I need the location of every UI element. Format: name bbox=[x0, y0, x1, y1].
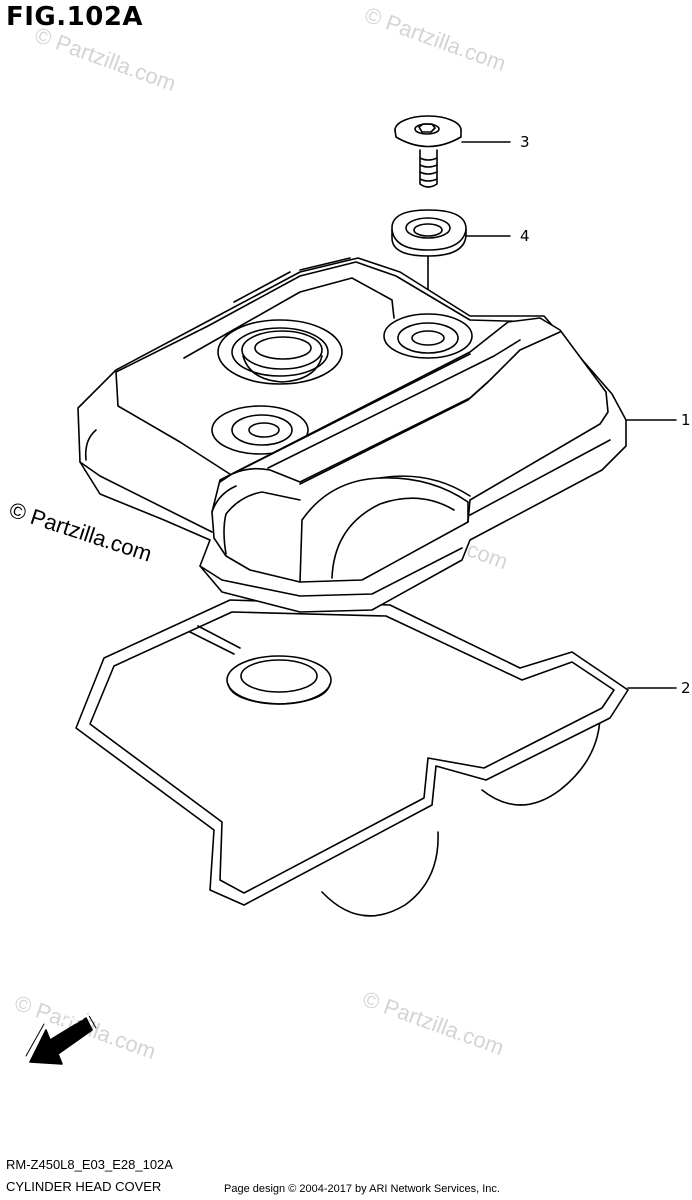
page-credit: Page design © 2004-2017 by ARI Network S… bbox=[224, 1183, 500, 1195]
callout-2: 2 bbox=[681, 679, 691, 697]
figure-code: RM-Z450L8_E03_E28_102A bbox=[6, 1157, 173, 1172]
figure-title: FIG.102A bbox=[6, 2, 144, 32]
part-3-bolt bbox=[394, 115, 462, 188]
callout-3: 3 bbox=[520, 133, 530, 151]
figure-name: CYLINDER HEAD COVER bbox=[6, 1179, 162, 1194]
part-1-cylinder-head-cover bbox=[77, 257, 627, 613]
fwd-arrow-icon bbox=[25, 1013, 97, 1065]
callout-1: 1 bbox=[681, 411, 691, 429]
callout-4: 4 bbox=[520, 227, 530, 245]
part-4-grommet bbox=[391, 209, 467, 257]
part-2-gasket bbox=[75, 599, 629, 917]
